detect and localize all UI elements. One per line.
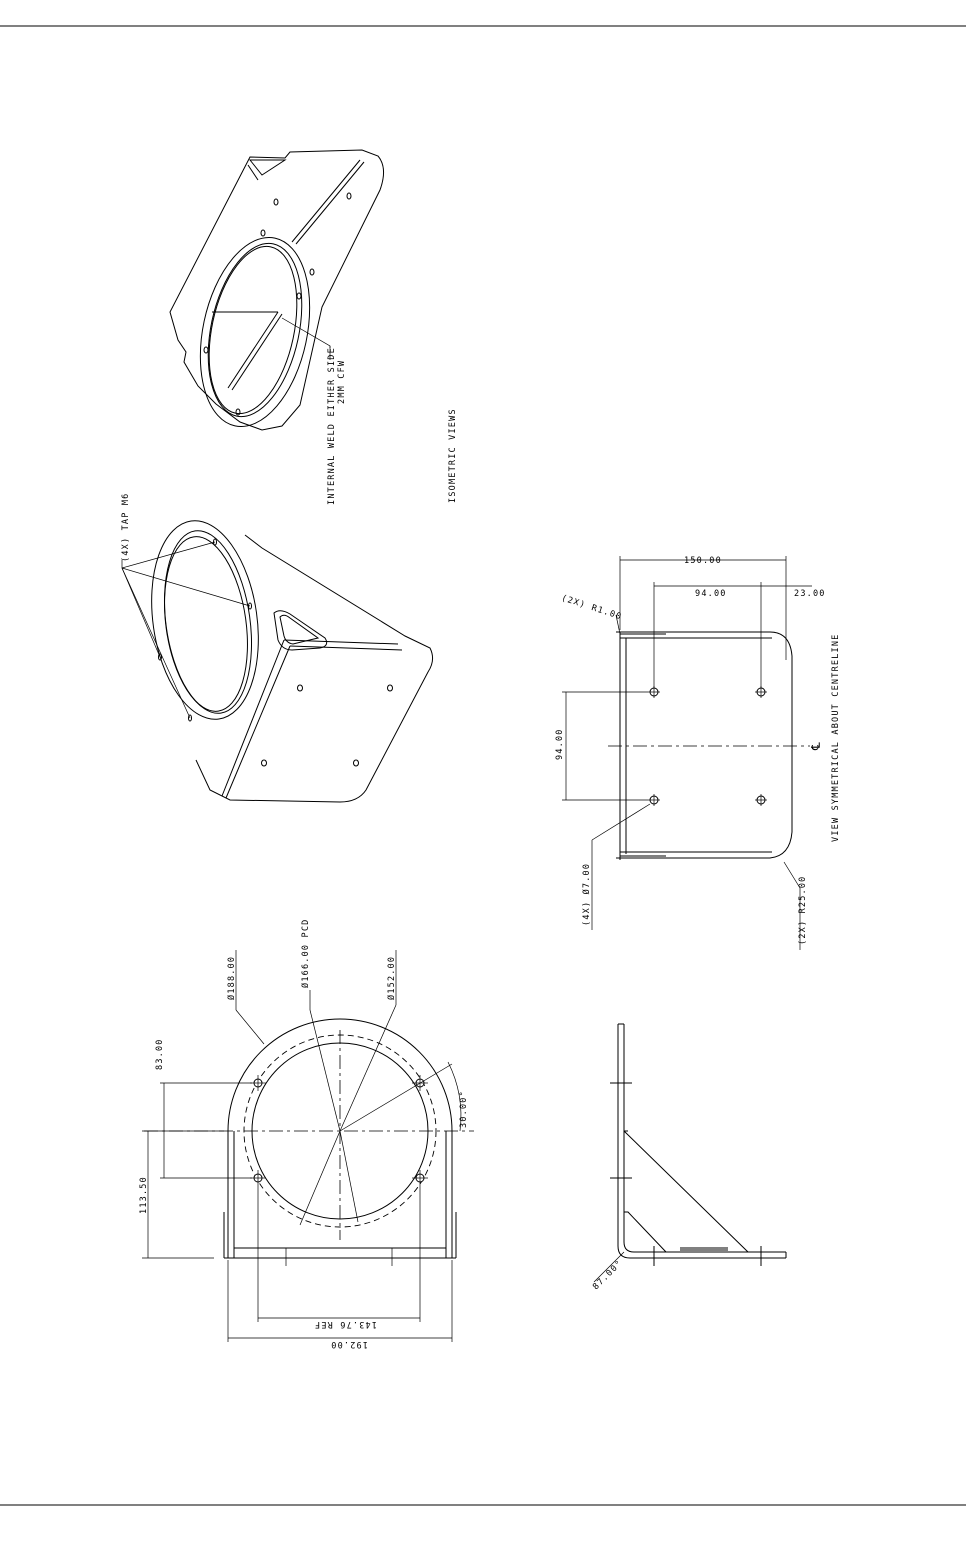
symmetry-note: VIEW SYMMETRICAL ABOUT CENTRELINE	[831, 634, 841, 842]
dim-r1: (2X) R1.00	[560, 593, 623, 622]
dim-23: 23.00	[794, 589, 826, 599]
dim-87-angle: 87.00°	[591, 1258, 625, 1292]
dim-94-horizontal: 94.00	[695, 589, 727, 599]
dim-192: 192.00	[330, 1339, 368, 1349]
isometric-views-label: ISOMETRIC VIEWS	[448, 408, 458, 503]
tap-note: (4X) TAP M6	[121, 493, 131, 563]
dim-94-vertical: 94.00	[555, 728, 565, 760]
dim-d188: Ø188.00	[226, 956, 237, 1000]
flange-front-view	[142, 950, 474, 1342]
isometric-view-middle	[122, 514, 433, 802]
weld-note-line1: INTERNAL WELD EITHER SIDE	[327, 347, 337, 505]
bracket-side-view	[594, 1024, 786, 1282]
centreline-symbol: ℄	[809, 741, 823, 751]
weld-note-line2: 2MM CFW	[337, 360, 347, 404]
dim-150: 150.00	[684, 556, 722, 566]
dim-d166-pcd: Ø166.00 PCD	[300, 919, 311, 989]
dim-d152: Ø152.00	[386, 956, 397, 1000]
dim-143-76-ref: 143.76 REF	[314, 1319, 377, 1329]
dim-30-angle: 30.00°	[459, 1090, 469, 1128]
isometric-view-top	[170, 150, 384, 437]
dim-83: 83.00	[155, 1038, 165, 1070]
dim-holes-d7: (4X) Ø7.00	[581, 863, 592, 926]
dim-r25: (2X) R25.00	[798, 876, 808, 946]
dim-113-5: 113.50	[139, 1176, 149, 1214]
